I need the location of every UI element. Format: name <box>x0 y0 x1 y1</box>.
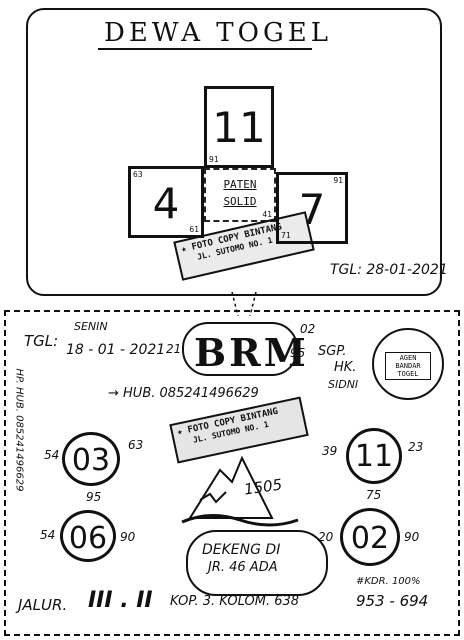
circle-bottom-right-right: 90 <box>404 530 420 544</box>
round-agent-stamp: AGEN BANDAR TOGEL <box>372 328 444 400</box>
left-box-corner-bottom: 61 <box>189 225 199 234</box>
center-line-2: SOLID <box>223 195 257 208</box>
circle-top-right-right: 23 <box>408 440 424 454</box>
circle-bottom-right-left: 20 <box>318 530 334 544</box>
brand-ring <box>182 322 298 376</box>
top-box-corner: 91 <box>209 155 219 164</box>
mid-left-number: 95 <box>86 490 102 504</box>
note-line-1: DEKENG DI <box>202 542 281 558</box>
market-hk: HK. <box>334 360 357 375</box>
right-box-corner-top: 91 <box>333 176 343 185</box>
jalur-value: III . II <box>88 588 153 613</box>
jalur-label: JALUR. <box>18 596 68 614</box>
right-number-box: 7 91 71 <box>276 172 348 244</box>
circle-top-left-value: 03 <box>71 443 111 478</box>
mountain-doodle <box>181 455 299 527</box>
bottom-tgl-label: TGL: <box>24 332 59 350</box>
center-corner: 41 <box>262 210 272 219</box>
bottom-date: 18 - 01 - 2021 <box>66 342 166 358</box>
vertical-phone: HP. HUB. 085241496629 <box>13 368 25 492</box>
circle-bottom-left-right: 90 <box>120 530 136 544</box>
circle-number-bottom-right: 02 <box>340 508 400 566</box>
top-prediction-card <box>26 8 442 296</box>
center-line-1: PATEN <box>223 178 257 191</box>
circle-top-left-right: 63 <box>128 438 144 452</box>
brand-left-number: 21 <box>166 342 182 356</box>
note-line-2: JR. 46 ADA <box>208 560 278 575</box>
circle-bottom-left-value: 06 <box>68 521 108 556</box>
top-date: TGL: 28-01-2021 <box>330 262 448 278</box>
top-title: DEWA TOGEL <box>104 18 332 48</box>
circle-number-bottom-left: 06 <box>60 510 116 562</box>
brand-right-top-number: 02 <box>300 322 316 336</box>
circle-number-top-right: 11 <box>346 428 402 484</box>
circle-bottom-right-value: 02 <box>350 521 390 556</box>
circle-top-right-left: 39 <box>322 444 338 458</box>
kdr-value: 953 - 694 <box>356 592 429 610</box>
brand-logo: BRM <box>194 330 309 375</box>
circle-top-right-value: 11 <box>354 439 394 474</box>
center-label-box: PATEN SOLID 41 <box>204 168 276 222</box>
market-sidni: SIDNI <box>328 378 359 391</box>
left-number-box: 4 63 61 <box>128 166 204 238</box>
right-box-corner-bottom: 71 <box>281 231 291 240</box>
round-stamp-label: AGEN BANDAR TOGEL <box>385 352 431 380</box>
left-box-number: 4 <box>152 179 180 228</box>
kop-kolom: KOP. 3. KOLOM. 638 <box>170 594 300 609</box>
card-link-marks <box>231 291 257 317</box>
market-sgp: SGP. <box>318 344 347 359</box>
right-box-number: 7 <box>298 185 326 234</box>
note-cloud: DEKENG DI JR. 46 ADA <box>186 530 328 596</box>
title-underline <box>98 48 312 50</box>
bottom-day: SENIN <box>74 320 108 333</box>
circle-bottom-left-left: 54 <box>40 528 56 542</box>
circle-number-top-left: 03 <box>62 432 120 486</box>
circle-top-left-left: 54 <box>44 448 60 462</box>
top-box-number: 11 <box>212 103 266 152</box>
left-box-corner-top: 63 <box>133 170 143 179</box>
mid-right-number: 75 <box>366 488 382 502</box>
top-number-box: 11 91 <box>204 86 274 168</box>
kdr-label: #KDR. 100% <box>356 576 421 587</box>
brand-right-bottom-number: 95 <box>290 346 306 360</box>
bottom-prediction-card <box>4 310 460 636</box>
hub-phone: → HUB. 085241496629 <box>108 386 259 401</box>
